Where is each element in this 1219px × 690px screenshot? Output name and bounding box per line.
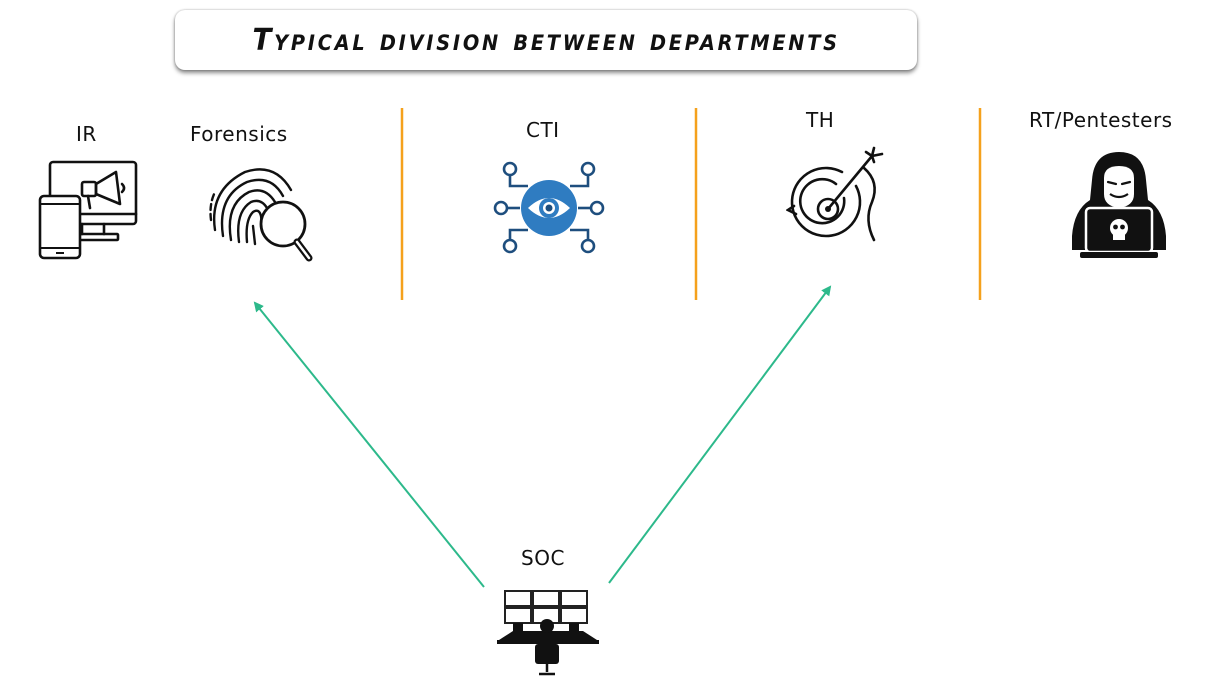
label-rt-pentesters: RT/Pentesters [1029, 108, 1173, 132]
hooded-hacker-icon [1072, 152, 1166, 258]
title-banner: Typical division between departments [175, 10, 917, 70]
soc-operator-icon [497, 590, 599, 676]
arrow-soc-to-th [608, 285, 832, 584]
devices-megaphone-icon [38, 160, 138, 260]
arrow-soc-to-forensics [253, 301, 485, 588]
label-ir: IR [76, 122, 97, 146]
label-cti: CTI [526, 118, 560, 142]
label-soc: SOC [521, 546, 565, 570]
label-th: TH [806, 108, 835, 132]
fingerprint-magnifier-icon [209, 168, 313, 262]
label-forensics: Forensics [190, 122, 288, 146]
target-arrow-icon [786, 146, 884, 242]
diagram-title: Typical division between departments [252, 22, 840, 58]
eye-network-icon [493, 161, 605, 254]
